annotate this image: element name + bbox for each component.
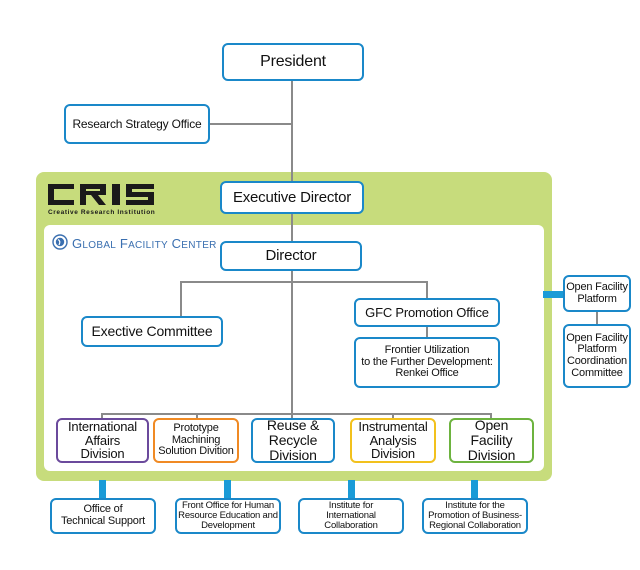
executive-committee-box: Exective Committee [81,316,223,347]
connector-div-1 [101,413,103,419]
affiliate-front-office-human-resource: Front Office for Human Resource Educatio… [175,498,281,534]
division-open-facility: Open Facility Division [449,418,534,463]
division-prototype-machining: Prototype Machining Solution Divition [153,418,239,463]
globe-icon [52,234,68,250]
connector-director-trunk [291,270,293,414]
renkei-office-box: Frontier Utilization to the Further Deve… [354,337,500,388]
link-affiliate-2 [224,480,231,498]
executive-director-box: Executive Director [220,181,364,214]
open-facility-platform-box: Open Facility Platform [563,275,631,312]
connector-gfc-renkei [426,326,428,339]
affiliate-office-of-technical-support: Office of Technical Support [50,498,156,534]
gfc-name-g: G [72,236,83,251]
link-affiliate-4 [471,480,478,498]
connector-left-elbow [180,281,182,318]
president-box: President [222,43,364,81]
connector-div-5 [490,413,492,419]
link-band-to-platform [543,291,563,298]
cris-logo: Creative Research Institution [48,184,155,216]
connector-div-3 [291,413,293,419]
connector-exec-to-director [291,213,293,243]
connector-div-2 [196,413,198,419]
connector-upper-branch [180,281,428,283]
affiliate-institute-international-collaboration: Institute for International Collaboratio… [298,498,404,534]
connector-platform-committee [596,311,598,325]
director-box: Director [220,241,362,271]
division-reuse-recycle: Reuse & Recycle Division [251,418,335,463]
division-instrumental-analysis: Instrumental Analysis Division [350,418,436,463]
connector-research-strategy [209,123,292,125]
gfc-name-lobal: LOBAL [82,240,117,251]
affiliate-institute-business-regional: Institute for the Promotion of Business-… [422,498,528,534]
connector-right-elbow [426,281,428,299]
gfc-name-enter: ENTER [181,240,217,251]
link-affiliate-3 [348,480,355,498]
research-strategy-office-box: Research Strategy Office [64,104,210,144]
gfc-promotion-office-box: GFC Promotion Office [354,298,500,327]
connector-president-trunk [291,80,293,181]
link-affiliate-1 [99,480,106,498]
gfc-name-f: F [119,236,129,251]
connector-division-bar [101,413,492,415]
connector-div-4 [392,413,394,419]
platform-coordination-committee-box: Open Facility Platform Coordination Comm… [563,324,631,388]
gfc-name-c: C [171,236,182,251]
gfc-name-acility: ACILITY [128,240,168,251]
cris-subtitle: Creative Research Institution [48,209,155,216]
gfc-name: GLOBAL FACILITY CENTER [72,236,217,251]
division-international-affairs: International Affairs Division [56,418,149,463]
